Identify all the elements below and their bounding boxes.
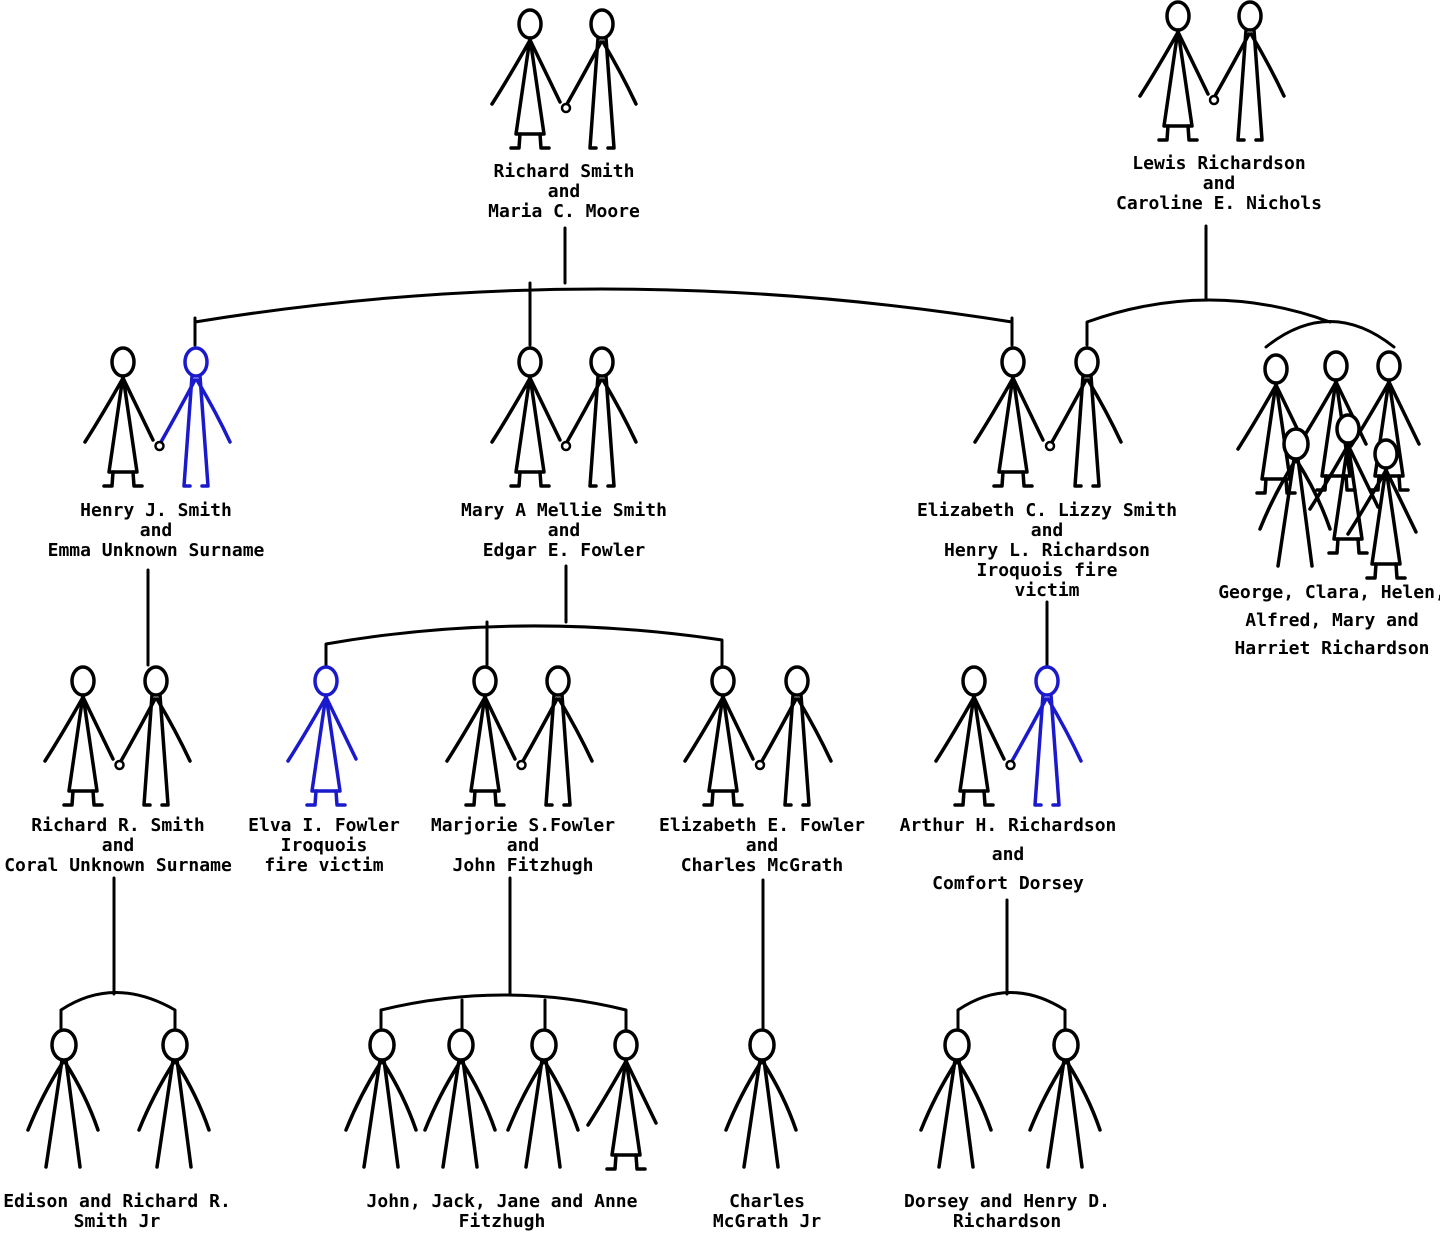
branch-smith-root <box>193 226 1014 347</box>
branch-richardson-root <box>1085 224 1396 349</box>
label-line: and <box>992 844 1025 865</box>
label-line: victim <box>1014 580 1079 601</box>
label-line: Harriet Richardson <box>1234 638 1429 659</box>
branch-marjorie-fowler <box>379 876 628 1032</box>
label-line: and <box>140 520 173 541</box>
label-line: and <box>1203 173 1236 194</box>
couple-richard-r-smith <box>43 665 192 807</box>
couple-elizabeth-smith <box>973 346 1123 488</box>
label-line: Emma Unknown Surname <box>48 540 265 561</box>
label-line: George, Clara, Helen, <box>1218 582 1440 603</box>
label-line: Marjorie S.Fowler <box>431 815 615 836</box>
label-line: Henry L. Richardson <box>944 540 1150 561</box>
label-line: Alfred, Mary and <box>1245 610 1418 631</box>
branch-arthur-richardson <box>956 898 1067 1032</box>
label-line: Caroline E. Nichols <box>1116 193 1322 214</box>
label-line: Lewis Richardson <box>1132 153 1305 174</box>
label-richardson-children: Dorsey and Henry D.Richardson <box>904 1191 1110 1232</box>
label-line: Fitzhugh <box>459 1211 546 1232</box>
label-line: fire victim <box>264 855 383 876</box>
couple-henry-smith <box>83 346 232 488</box>
label-line: Edison and Richard R. <box>3 1191 231 1212</box>
label-line: Maria C. Moore <box>488 201 640 222</box>
couple-mary-smith <box>490 346 638 488</box>
branch-mary-smith <box>324 564 724 667</box>
label-line: Coral Unknown Surname <box>4 855 232 876</box>
label-line: and <box>746 835 779 856</box>
label-line: Richard Smith <box>494 161 635 182</box>
figure-richard-r-smith-jr <box>137 1028 211 1169</box>
couple-elizabeth-fowler <box>683 665 833 807</box>
figure-jack-fitzhugh <box>423 1028 497 1169</box>
label-line: and <box>507 835 540 856</box>
label-line: Charles <box>729 1191 805 1212</box>
label-line: Elva I. Fowler <box>248 815 400 836</box>
figure-dorsey-richardson <box>919 1028 993 1169</box>
label-line: and <box>548 181 581 202</box>
figure-anne-fitzhugh <box>586 1029 658 1171</box>
label-line: Elizabeth E. Fowler <box>659 815 865 836</box>
branch-richard-r-smith <box>59 876 177 1032</box>
figure-edison-smith <box>26 1028 100 1169</box>
label-line: Richard R. Smith <box>31 815 204 836</box>
figure-charles-mcgrath-jr <box>724 1028 798 1169</box>
label-line: Iroquois fire <box>977 560 1118 581</box>
label-line: and <box>548 520 581 541</box>
connector-lines <box>59 224 1396 1032</box>
label-line: John Fitzhugh <box>453 855 594 876</box>
label-line: Charles McGrath <box>681 855 844 876</box>
label-line: Mary A Mellie Smith <box>461 500 667 521</box>
figure-jane-fitzhugh <box>506 1028 580 1169</box>
couple-lewis-richardson <box>1138 0 1286 142</box>
couple-richard-smith <box>490 8 638 150</box>
figure-john-fitzhugh <box>344 1028 418 1169</box>
label-line: Henry J. Smith <box>80 500 232 521</box>
label-line: Richardson <box>953 1211 1061 1232</box>
label-line: Dorsey and Henry D. <box>904 1191 1110 1212</box>
label-smith-jr-children: Edison and Richard R.Smith Jr <box>3 1191 231 1232</box>
label-line: Edgar E. Fowler <box>483 540 646 561</box>
label-line: and <box>102 835 135 856</box>
label-line: Smith Jr <box>74 1211 161 1232</box>
label-line: Iroquois <box>281 835 368 856</box>
label-line: McGrath Jr <box>713 1211 822 1232</box>
label-line: and <box>1031 520 1064 541</box>
label-line: Comfort Dorsey <box>932 873 1084 894</box>
label-line: Arthur H. Richardson <box>900 815 1117 836</box>
figure-henry-d-richardson <box>1028 1028 1102 1169</box>
couple-marjorie-fowler <box>445 665 594 807</box>
label-line: John, Jack, Jane and Anne <box>367 1191 638 1212</box>
stick-figures <box>26 0 1421 1171</box>
group-richardson-siblings <box>1236 350 1421 580</box>
label-line: Elizabeth C. Lizzy Smith <box>917 500 1177 521</box>
couple-arthur-richardson <box>934 665 1083 807</box>
figure-elva-fowler <box>286 665 358 807</box>
